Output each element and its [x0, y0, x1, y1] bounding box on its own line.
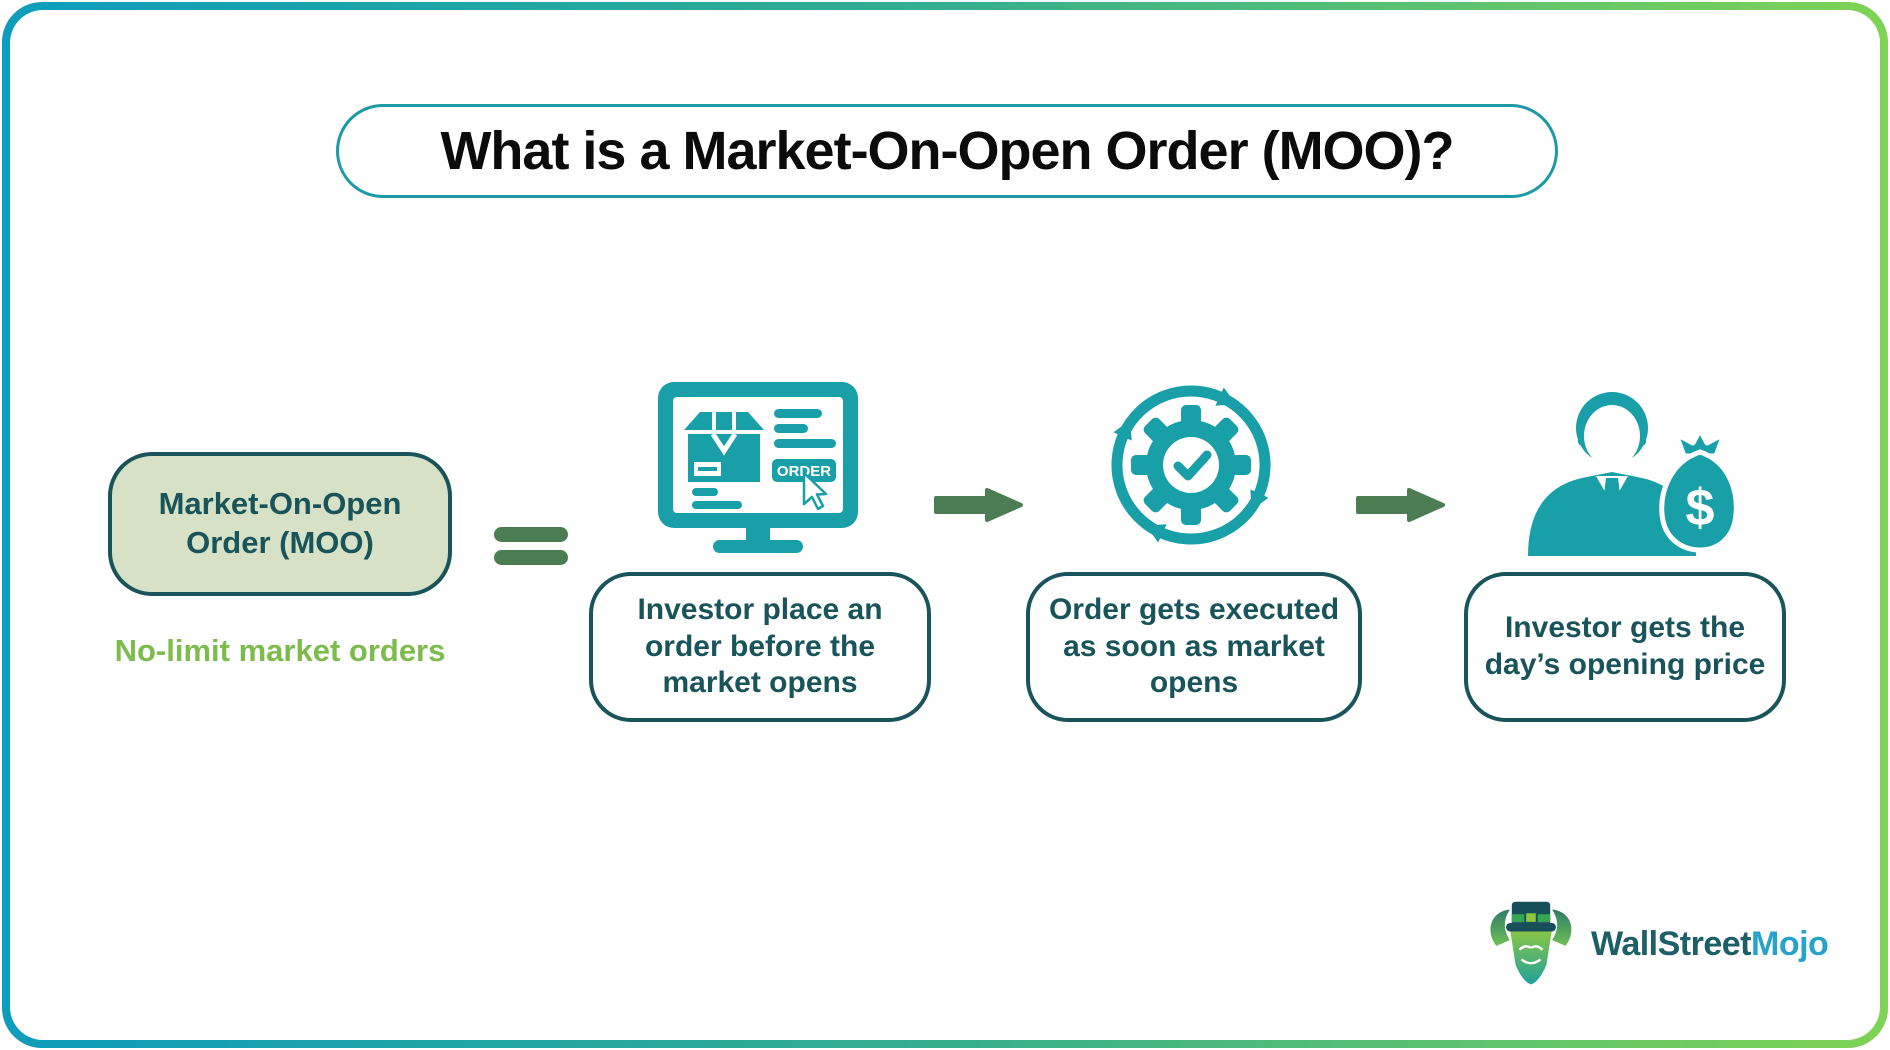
equals-icon — [494, 527, 568, 565]
execution-cycle-gear-icon — [1103, 377, 1279, 558]
step-2-caption-text: Order gets executed as soon as market op… — [1048, 592, 1340, 700]
page-title: What is a Market-On-Open Order (MOO)? — [336, 104, 1558, 198]
equals-bar-top — [494, 527, 568, 542]
concept-box: Market-On-Open Order (MOO) — [108, 452, 452, 596]
brand-name: WallStreetMojo — [1591, 924, 1829, 964]
step-1-caption-text: Investor place an order before the marke… — [637, 592, 883, 700]
concept-label: Market-On-Open Order (MOO) — [158, 486, 402, 560]
brand-name-primary: WallStreet — [1591, 924, 1752, 963]
cursor-icon — [802, 471, 828, 511]
equals-bar-bottom — [494, 550, 568, 565]
page-title-text: What is a Market-On-Open Order (MOO)? — [440, 121, 1454, 181]
order-button-label: ORDER — [777, 463, 831, 480]
bull-mascot-icon — [1490, 901, 1572, 985]
step-3-caption-text: Investor gets the day’s opening price — [1484, 611, 1766, 681]
online-order-monitor-icon: ORDER — [656, 380, 860, 561]
arrow-right-icon-1 — [933, 485, 1025, 530]
step-2-caption: Order gets executed as soon as market op… — [1026, 572, 1362, 722]
concept-subtitle: No-limit market orders — [114, 633, 446, 668]
investor-money-bag-icon: $ — [1504, 372, 1740, 561]
money-bag: $ — [1659, 427, 1739, 553]
checkmark-icon — [1173, 450, 1212, 481]
dollar-sign: $ — [1686, 479, 1715, 537]
step-3-caption: Investor gets the day’s opening price — [1464, 572, 1786, 722]
arrow-right-icon-2 — [1355, 485, 1447, 530]
brand-logo: WallStreetMojo — [1483, 896, 1829, 992]
step-1-caption: Investor place an order before the marke… — [589, 572, 931, 722]
brand-name-secondary: Mojo — [1751, 924, 1829, 963]
